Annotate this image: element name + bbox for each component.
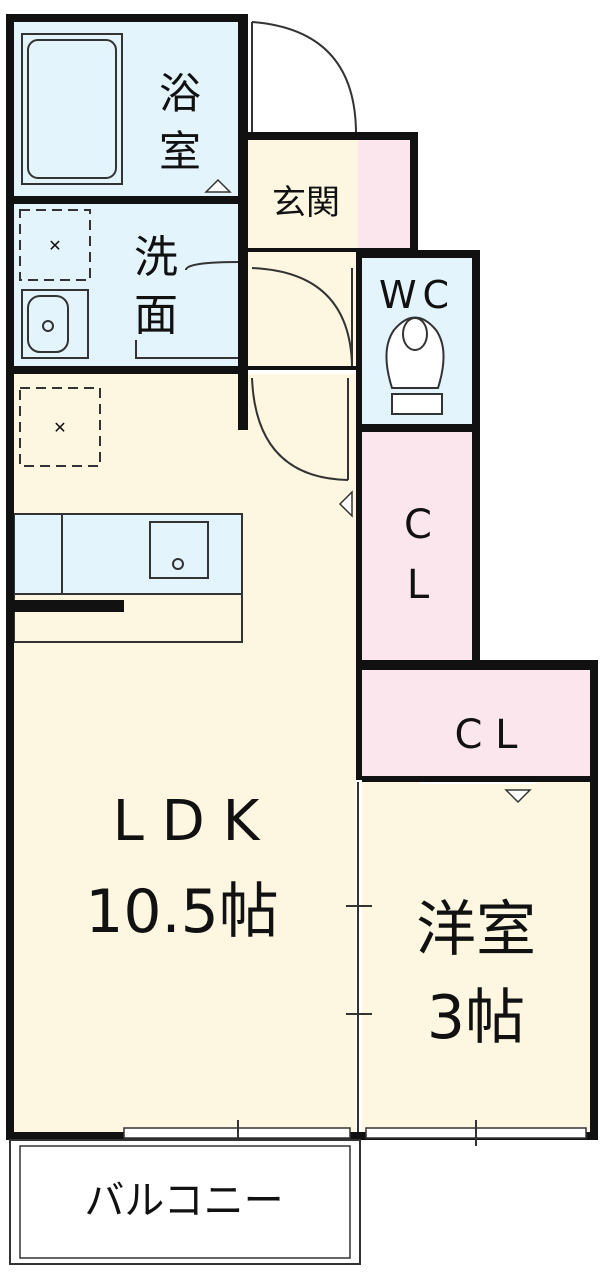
ldk-label: L D K [113,789,261,854]
balcony-label: バルコニー [84,1178,283,1224]
refrigerator-space [19,387,101,467]
toilet-seat [402,317,428,351]
closet-horizontal-door-marker [504,789,532,804]
closet-vertical-label-top: C [404,502,432,548]
bathtub [21,33,123,185]
closet-horizontal-floor [362,670,590,776]
kitchen-sink [149,521,209,579]
ldk-size: 10.5帖 [85,877,279,947]
washroom-label-bottom: 面 [134,290,178,341]
entrance-label: 玄関 [272,183,340,223]
wash-basin-drain [42,320,54,332]
kitchen-cabinet-line [14,600,124,612]
wash-basin-bowl [27,295,69,353]
entrance-step-floor [358,140,412,250]
bathtub-inner [27,39,117,179]
washroom-door-swing [185,261,241,271]
ldk-floor [14,374,356,1132]
washroom-partition [135,340,240,359]
entrance-door-swing [251,21,357,135]
hall-door-swing [251,267,353,367]
bath-room-floor [14,22,242,198]
wc-label: WC [379,273,455,317]
closet-vertical-floor [362,432,472,660]
washroom-floor [14,204,242,368]
refrigerator-x-mark: ✕ [53,418,66,437]
western-room-size: 3帖 [427,983,525,1053]
entrance-floor [248,140,358,250]
western-room-label: 洋室 [416,895,536,965]
balcony-outline [9,1139,361,1265]
washing-machine-x-mark: ✕ [48,236,61,255]
ldk-door-swing [251,377,349,481]
kitchen-sink-drain [172,558,184,570]
bath-label-bottom: 室 [159,127,201,176]
toilet-tank [391,393,443,415]
closet-horizontal-label: C L [455,712,519,758]
wash-basin [21,289,89,359]
balcony-inner [19,1145,351,1259]
closet-door-marker [338,490,353,518]
closet-vertical-label-bottom: L [407,562,430,608]
bath-label-top: 浴 [159,69,201,118]
washroom-label-top: 洗 [134,232,178,283]
washing-machine-space [19,209,91,281]
bath-door-marker [204,178,232,193]
western-room-floor [362,782,590,1132]
